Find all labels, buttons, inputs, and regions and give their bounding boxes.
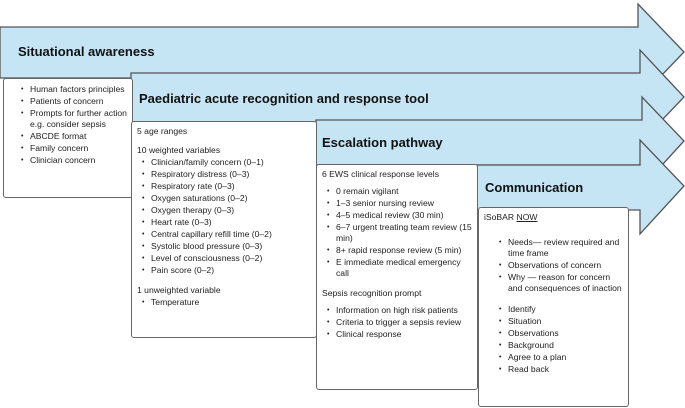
list-item: Criteria to trigger a sepsis review [327, 317, 472, 328]
list-item: Systolic blood pressure (0–3) [142, 241, 311, 252]
list-item: ABCDE format [21, 131, 127, 142]
communication-box: iSoBAR NOW Needs— review required and ti… [478, 207, 629, 407]
list-item: Human factors principles [21, 84, 127, 95]
isobar-heading-now: NOW [516, 212, 538, 222]
list-item: Needs— review required and time frame [499, 237, 623, 259]
stage-title-situational-awareness: Situational awareness [18, 44, 155, 59]
unweighted-heading: 1 unweighted variable [137, 285, 221, 295]
stage-title-communication: Communication [485, 180, 584, 195]
sepsis-heading: Sepsis recognition prompt [322, 288, 422, 298]
list-item: Heart rate (0–3) [142, 217, 311, 228]
list-item: Observations of concern [499, 260, 623, 271]
list-item: Clinician/family concern (0–1) [142, 157, 311, 168]
list-item: 0 remain vigilant [327, 186, 472, 197]
list-item: Oxygen therapy (0–3) [142, 205, 311, 216]
list-item: 4–5 medical review (30 min) [327, 210, 472, 221]
list-item: Patients of concern [21, 96, 127, 107]
levels-heading: 6 EWS clinical response levels [322, 169, 440, 179]
list-item: Pain score (0–2) [142, 265, 311, 276]
list-item: Level of consciousness (0–2) [142, 253, 311, 264]
list-item: Identify [499, 304, 623, 315]
list-item: Central capillary refill time (0–2) [142, 229, 311, 240]
age-ranges: 5 age ranges [137, 126, 188, 136]
list-item: Situation [499, 316, 623, 327]
list-item: Temperature [142, 297, 311, 308]
paediatric-tool-box: 5 age ranges 10 weighted variables Clini… [131, 121, 317, 338]
list-item: Background [499, 340, 623, 351]
list-item: Clinical response [327, 329, 472, 340]
escalation-box: 6 EWS clinical response levels 0 remain … [316, 164, 478, 390]
stage-title-escalation: Escalation pathway [322, 135, 443, 150]
stage-title-paediatric-tool: Paediatric acute recognition and respons… [139, 91, 429, 106]
situational-awareness-box: Human factors principles Patients of con… [3, 78, 133, 198]
list-item: Information on high risk patients [327, 305, 472, 316]
list-item: Respiratory rate (0–3) [142, 181, 311, 192]
list-item: 6–7 urgent treating team review (15 min) [327, 222, 472, 244]
list-item: Prompts for further action e.g. consider… [21, 108, 127, 130]
list-item: Oxygen saturations (0–2) [142, 193, 311, 204]
list-item: Respiratory distress (0–3) [142, 169, 311, 180]
list-item: Why — reason for concern and consequence… [499, 272, 623, 294]
list-item: Clinician concern [21, 155, 127, 166]
list-item: Family concern [21, 143, 127, 154]
list-item: 8+ rapid response review (5 min) [327, 245, 472, 256]
list-item: E immediate medical emergency call [327, 257, 472, 279]
list-item: Read back [499, 364, 623, 375]
list-item: Agree to a plan [499, 352, 623, 363]
weighted-heading: 10 weighted variables [137, 145, 221, 155]
list-item: Observations [499, 328, 623, 339]
isobar-heading: iSoBAR NOW [484, 212, 623, 223]
list-item: 1–3 senior nursing review [327, 198, 472, 209]
isobar-heading-prefix: iSoBAR [484, 212, 515, 222]
